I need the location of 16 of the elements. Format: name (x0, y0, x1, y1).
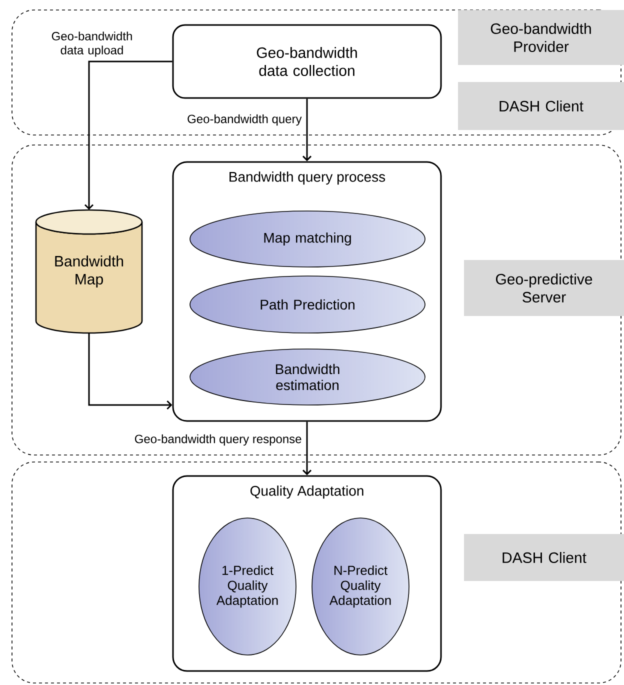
edge-label: Geo-bandwidth query response (133, 433, 303, 447)
dashed-region (12, 462, 622, 684)
process-box: Geo-bandwidth data collection (172, 24, 442, 99)
edge-label: Geo-bandwidth query (186, 113, 303, 127)
arrow (302, 98, 312, 162)
arrow (84, 60, 172, 210)
dashed-region (12, 144, 622, 456)
role-label: DASH Client (458, 82, 624, 130)
role-label: Geo-predictive Server (464, 260, 624, 316)
dashed-region (12, 10, 622, 136)
arrow (88, 333, 172, 410)
role-label: Geo-bandwidth Provider (458, 10, 624, 65)
edge-label: Geo-bandwidth data upload (49, 30, 135, 58)
arrow (302, 422, 312, 476)
role-label: DASH Client (464, 534, 624, 581)
database-cylinder: Bandwidth Map (35, 209, 143, 334)
